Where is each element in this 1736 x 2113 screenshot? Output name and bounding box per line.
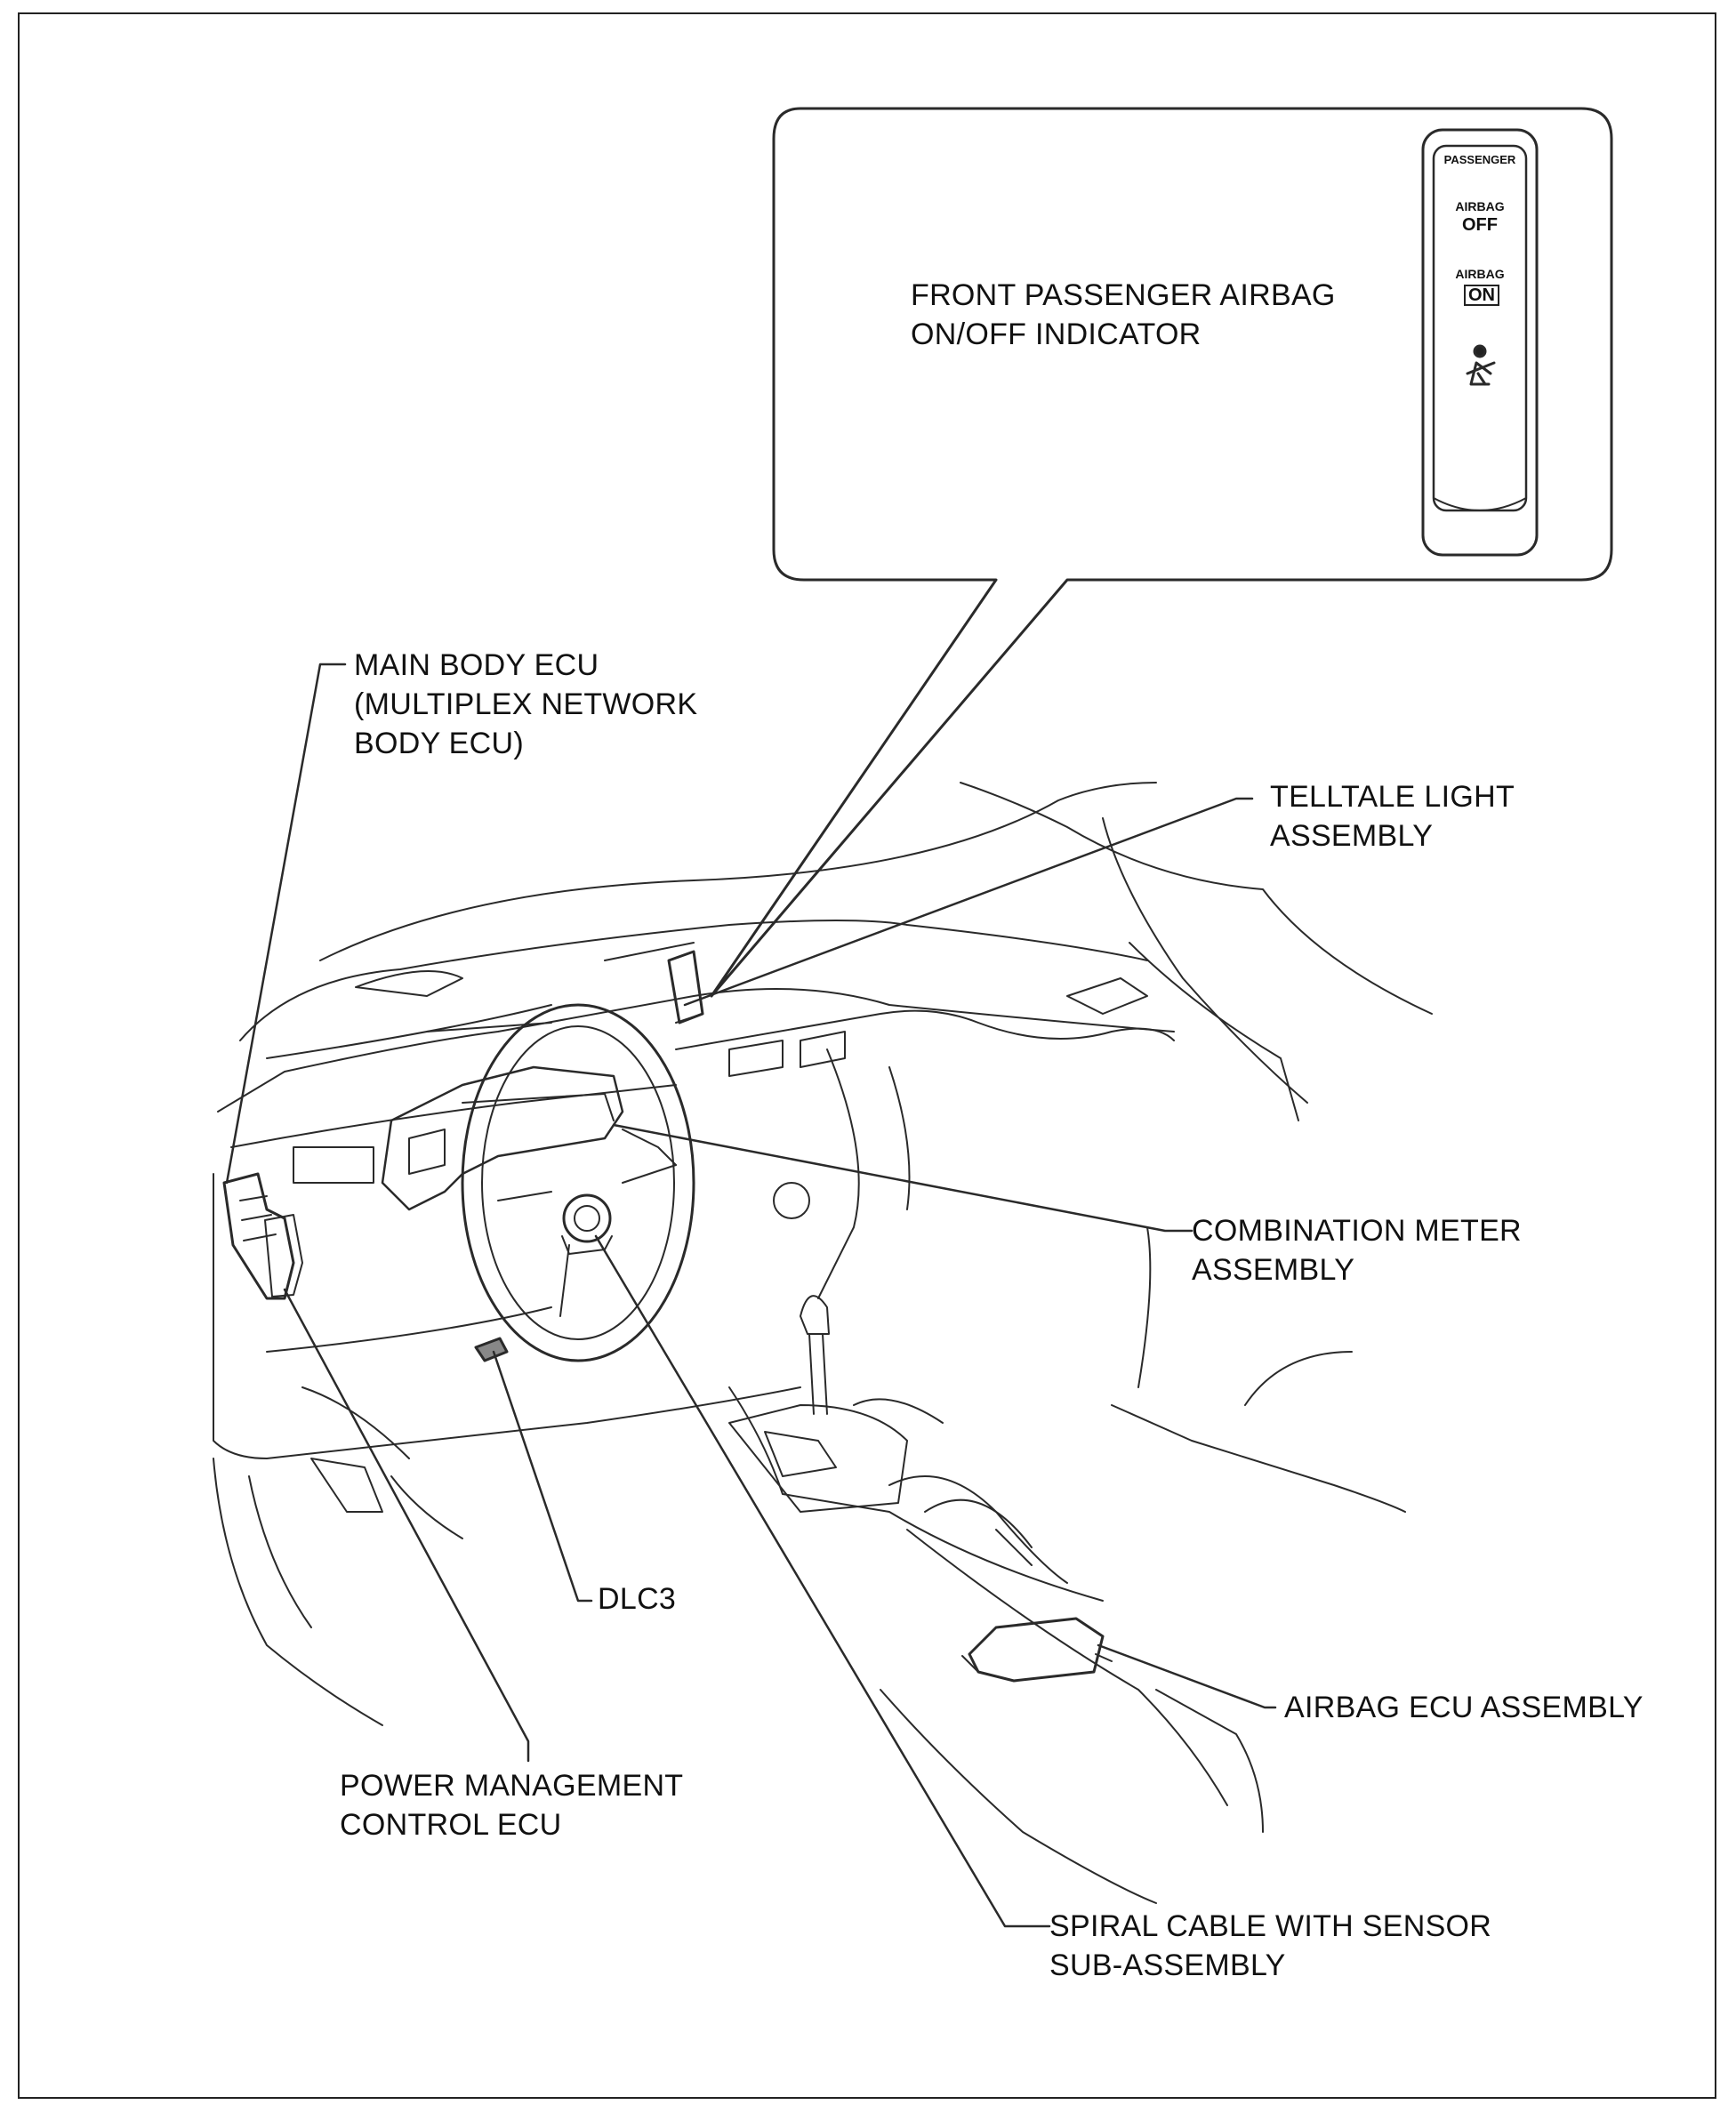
airbag-on-text: ON: [1464, 285, 1499, 306]
main-body-ecu-label: MAIN BODY ECU (MULTIPLEX NETWORK BODY EC…: [354, 648, 698, 760]
combination-meter-label: COMBINATION METER ASSEMBLY: [1192, 1214, 1522, 1287]
telltale-light-assembly: [667, 950, 704, 1024]
leader-lines: [225, 663, 1277, 1928]
front-passenger-indicator-label: FRONT PASSENGER AIRBAG ON/OFF INDICATOR: [911, 278, 1336, 351]
steering-wheel: [461, 1003, 695, 1362]
dlc3-connector: [474, 1337, 509, 1362]
car-interior: [213, 782, 1433, 1904]
spiral-cable-label: SPIRAL CABLE WITH SENSOR SUB-ASSEMBLY: [1049, 1909, 1492, 1982]
dlc3-label: DLC3: [598, 1582, 677, 1616]
airbag-off-small: AIRBAG: [1455, 199, 1505, 213]
callout-bubble: [710, 107, 1613, 998]
main-body-ecu: [222, 1172, 295, 1300]
indicator-header: PASSENGER: [1443, 153, 1516, 166]
power-management-label: POWER MANAGEMENT CONTROL ECU: [340, 1769, 684, 1842]
combination-meter: [381, 1065, 624, 1211]
airbag-ecu-label: AIRBAG ECU ASSEMBLY: [1284, 1691, 1644, 1724]
airbag-off-text: OFF: [1462, 215, 1498, 235]
diagram-frame: [18, 12, 1716, 2099]
airbag-on-small: AIRBAG: [1455, 267, 1505, 281]
seatbelt-warning-icon: [1466, 344, 1496, 386]
power-management-ecu: [264, 1214, 303, 1298]
indicator-housing: [1421, 128, 1539, 557]
telltale-light-label: TELLTALE LIGHT ASSEMBLY: [1270, 780, 1515, 853]
airbag-ecu: [968, 1617, 1105, 1683]
